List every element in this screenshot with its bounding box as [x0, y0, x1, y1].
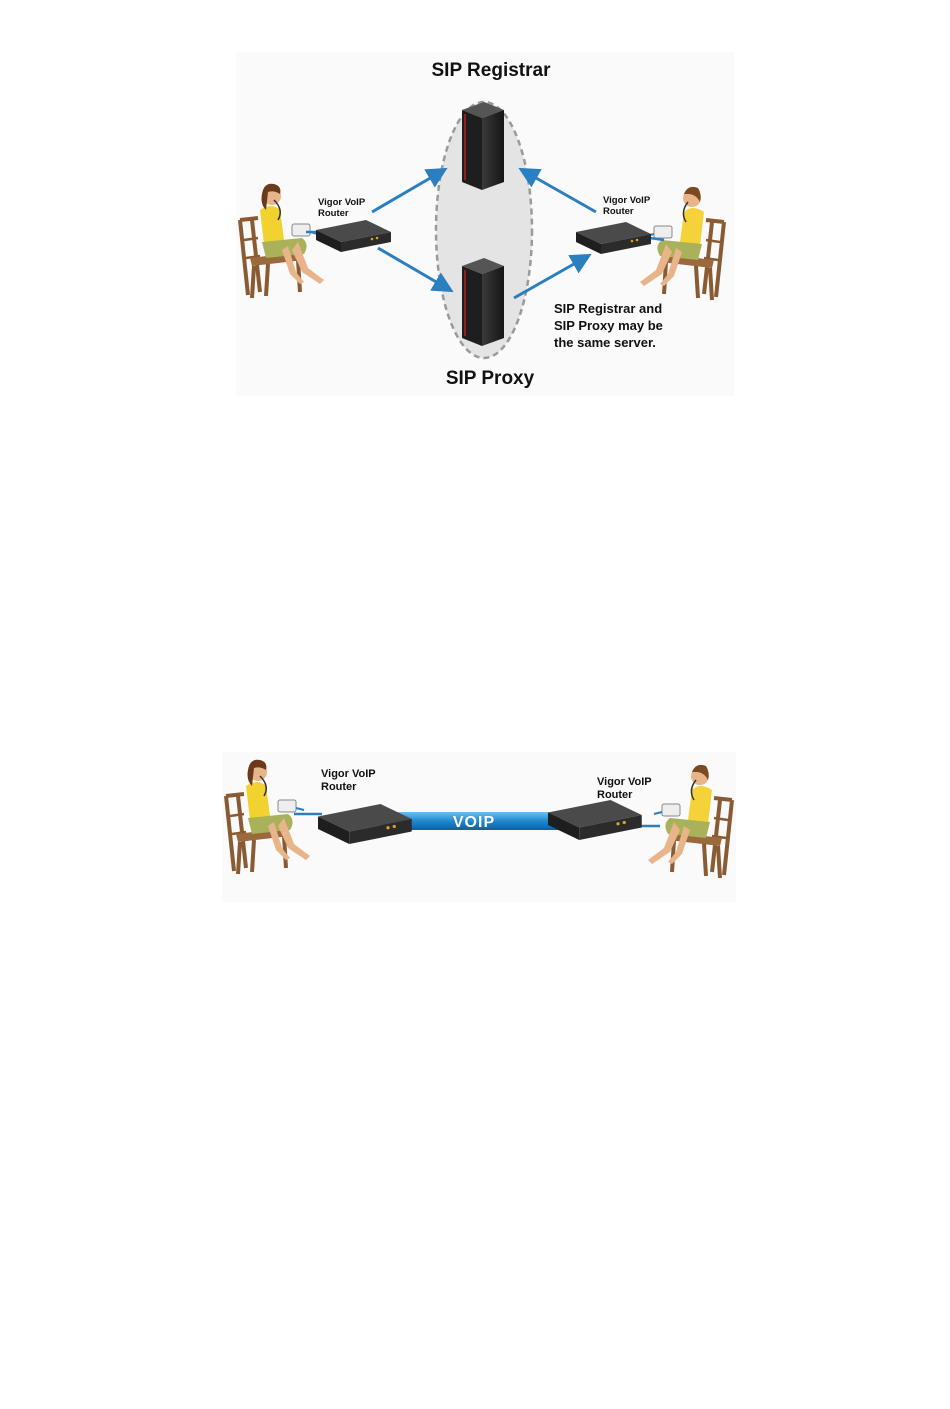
- left-router-label-line1: Vigor VoIP: [321, 768, 376, 780]
- right-router-label-line2: Router: [597, 789, 633, 801]
- sip-diagram: SIP Registrar SIP Proxy Vigor VoIP Route…: [236, 52, 734, 396]
- voip-diagram: VOIP Vigor VoIP Router Vigor VoIP Router: [222, 752, 736, 902]
- left-router-label-line2: Router: [318, 208, 349, 219]
- sip-proxy-label: SIP Proxy: [446, 368, 535, 389]
- note-line-3: the same server.: [554, 335, 656, 350]
- sip-registrar-server: [462, 102, 504, 190]
- note-line-2: SIP Proxy may be: [554, 318, 663, 333]
- note-line-1: SIP Registrar and: [554, 301, 662, 316]
- sip-registrar-label: SIP Registrar: [432, 60, 552, 81]
- left-router-label-line2: Router: [321, 781, 357, 793]
- voip-link-label: VOIP: [453, 814, 495, 831]
- right-router-label-line1: Vigor VoIP: [603, 195, 651, 206]
- sip-proxy-server: [462, 258, 504, 346]
- right-router-label-line2: Router: [603, 206, 634, 217]
- right-router-label-line1: Vigor VoIP: [597, 776, 652, 788]
- left-router-label-line1: Vigor VoIP: [318, 197, 366, 208]
